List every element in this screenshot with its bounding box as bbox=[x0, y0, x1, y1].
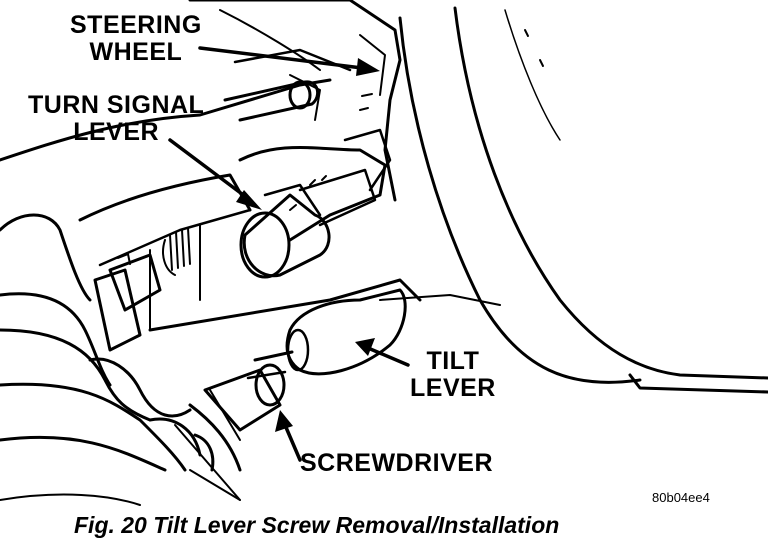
column-housing bbox=[78, 173, 252, 352]
steering-wheel-rim bbox=[398, 6, 768, 394]
steering-wheel-label-line2: WHEEL bbox=[89, 38, 183, 66]
turn-signal-lever-label: TURN SIGNAL LEVER bbox=[28, 92, 204, 146]
turn-signal-lever-label-line2: LEVER bbox=[73, 118, 160, 146]
tilt-lever-label-line1: TILT bbox=[426, 347, 480, 375]
steering-wheel-label-line1: STEERING bbox=[70, 11, 202, 39]
steering-wheel-arrowhead bbox=[356, 58, 380, 76]
turn-signal-lever-body bbox=[238, 146, 387, 279]
hand bbox=[0, 213, 241, 506]
screwdriver-arrowhead bbox=[275, 410, 293, 432]
leader-lines bbox=[168, 46, 410, 462]
tilt-lever-label-line2: LEVER bbox=[410, 374, 496, 402]
turn-signal-arrowhead bbox=[236, 190, 262, 210]
upper-stalk bbox=[223, 80, 320, 122]
image-code: 80b04ee4 bbox=[652, 490, 710, 505]
tilt-lever-shape bbox=[285, 288, 407, 376]
screwdriver-label: SCREWDRIVER bbox=[300, 449, 494, 477]
figure-caption: Fig. 20 Tilt Lever Screw Removal/Install… bbox=[74, 512, 560, 538]
tilt-lever-label: TILT LEVER bbox=[410, 348, 496, 402]
column-shroud bbox=[343, 0, 402, 202]
steering-wheel-label: STEERING WHEEL bbox=[70, 12, 202, 66]
tilt-lever-arrowhead bbox=[355, 338, 375, 356]
screwdriver-shape bbox=[174, 350, 294, 501]
turn-signal-lever-label-line1: TURN SIGNAL bbox=[28, 91, 205, 119]
